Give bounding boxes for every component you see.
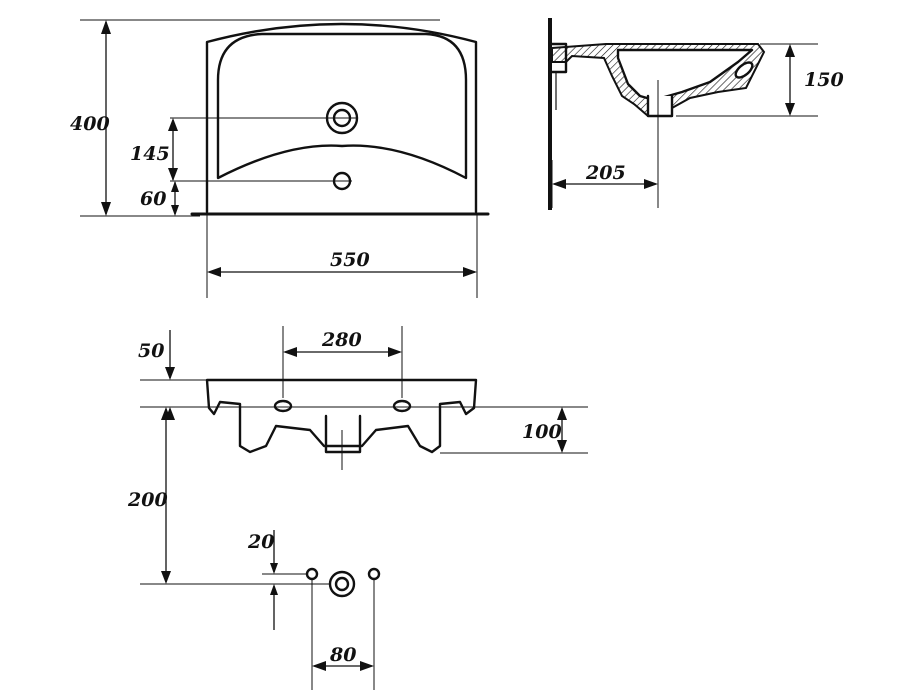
overflow-slot-icon [734,61,754,79]
dim-fixing-spacing-label: 280 [321,329,362,351]
wall-hole-left-icon [305,567,319,581]
dim-mount-height-label: 200 [127,489,168,511]
front-basin-outline [205,22,478,214]
wall-hole-right-icon [367,567,381,581]
dim-depth-label: 150 [804,69,844,91]
front-bowl-outline [216,32,468,180]
dim-height-label: 400 [70,113,110,135]
dim-top-offset-label: 50 [138,340,164,362]
rear-basin-outline [205,378,478,454]
dim-hole-spacing-label: 80 [329,644,356,666]
wall-drain-icon [328,570,356,598]
side-view: 150 205 [548,18,844,210]
fixing-hole-right-icon [392,399,412,413]
dim-bracket-height-label: 100 [522,421,562,443]
dim-width-label: 550 [330,249,370,271]
wall-section [548,18,552,210]
rear-view: 50 280 100 200 20 80 [127,326,588,690]
front-view: 400 145 60 550 [70,19,490,298]
dim-projection-label: 205 [585,162,626,184]
dim-drain-offset-label: 60 [140,188,166,210]
dim-tap-drain-label: 145 [130,143,170,165]
dim-hole-offset-label: 20 [247,531,274,553]
fixing-hole-left-icon [273,399,293,413]
